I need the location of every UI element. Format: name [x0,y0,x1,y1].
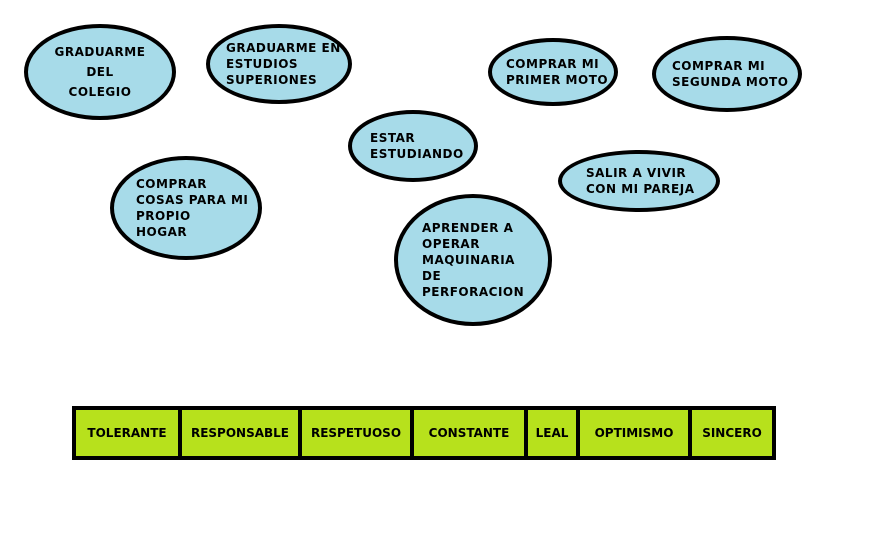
goal-label: COMPRAR MI SEGUNDA MOTO [672,59,789,89]
goal-bubble-studying: ESTAR ESTUDIANDO [348,110,478,182]
value-cell-sincero: SINCERO [702,426,762,440]
values-table: TOLERANTE RESPONSABLE RESPETUOSO CONSTAN… [72,406,776,460]
goal-bubble-second-motorcycle: COMPRAR MI SEGUNDA MOTO [652,36,802,112]
goal-bubble-live-with-partner: SALIR A VIVIR CON MI PAREJA [558,150,720,212]
value-cell-tolerante: TOLERANTE [76,410,182,456]
goal-label: ESTAR ESTUDIANDO [370,131,464,161]
goal-label: APRENDER A OPERAR MAQUINARIA DE PERFORAC… [422,221,525,299]
value-cell-constante: CONSTANTE [414,410,528,456]
goal-bubble-graduate-school: GRADUARME DEL COLEGIO [24,24,176,120]
goal-label: SALIR A VIVIR CON MI PAREJA [586,166,695,196]
value-cell-responsable: RESPONSABLE [182,410,302,456]
goal-label: COMPRAR COSAS PARA MI PROPIO HOGAR [136,177,249,239]
goal-label: COMPRAR MI PRIMER MOTO [506,57,609,87]
value-cell-leal: LEAL [528,410,580,456]
goal-label: GRADUARME EN ESTUDIOS SUPERIONES [226,41,341,87]
goal-label: GRADUARME DEL COLEGIO [54,45,146,99]
value-cell-optimismo: OPTIMISMO [580,410,692,456]
goal-bubble-first-motorcycle: COMPRAR MI PRIMER MOTO [488,38,618,106]
goal-bubble-buy-for-home: COMPRAR COSAS PARA MI PROPIO HOGAR [110,156,262,260]
goal-bubble-graduate-higher: GRADUARME EN ESTUDIOS SUPERIONES [206,24,352,104]
value-cell-respetuoso: RESPETUOSO [302,410,414,456]
goal-bubble-drilling-machinery: APRENDER A OPERAR MAQUINARIA DE PERFORAC… [394,194,552,326]
